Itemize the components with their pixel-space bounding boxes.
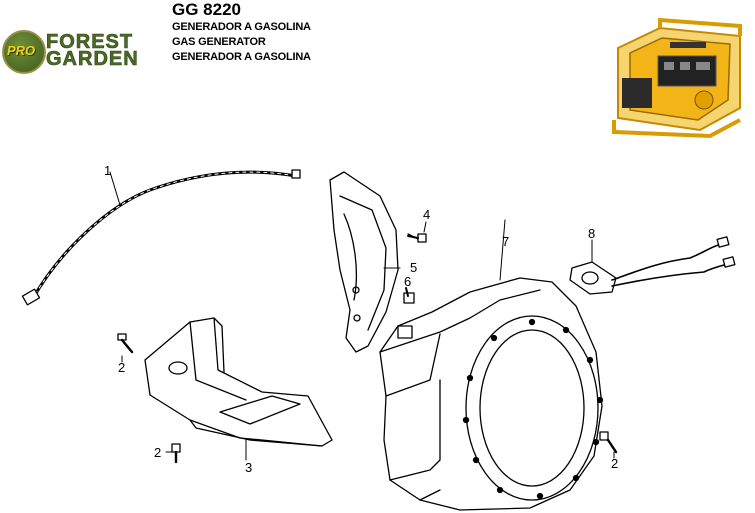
generator-photo [600,8,750,140]
part-3-guard [144,317,333,461]
part-4-bolt [407,221,427,243]
logo-badge-text: PRO [7,43,36,58]
callout-1: 1 [104,163,111,178]
part-2-screw-b [165,443,181,464]
part-2-screw-c [599,431,618,459]
header: GG 8220 GENERADOR A GASOLINA GAS GENERAT… [172,0,311,65]
callout-2c: 2 [611,456,618,471]
callout-7: 7 [502,234,509,249]
part-7-fan-housing [379,219,604,511]
header-line-1: GENERADOR A GASOLINA [172,21,311,33]
header-line-2: GAS GENERATOR [172,36,266,48]
part-2-screw-a [117,333,134,363]
callout-5: 5 [410,260,417,275]
callout-3: 3 [245,460,252,475]
part-5-baffle [329,171,401,353]
callout-8: 8 [588,226,595,241]
logo-text-line1: FOREST [46,31,134,53]
callout-4: 4 [423,207,430,222]
logo-text-line2: GARDEN [46,48,139,70]
callout-6: 6 [404,274,411,289]
model-title: GG 8220 [172,0,241,19]
callout-2a: 2 [118,360,125,375]
part-8-sensor [569,236,736,295]
callout-2b: 2 [154,445,161,460]
logo-badge: PRO [2,30,46,74]
brand-logo: PRO FOREST GARDEN [0,30,160,74]
part-1-cable [21,169,301,306]
header-line-3: GENERADOR A GASOLINA [172,51,311,63]
part-6-nut [403,287,415,304]
